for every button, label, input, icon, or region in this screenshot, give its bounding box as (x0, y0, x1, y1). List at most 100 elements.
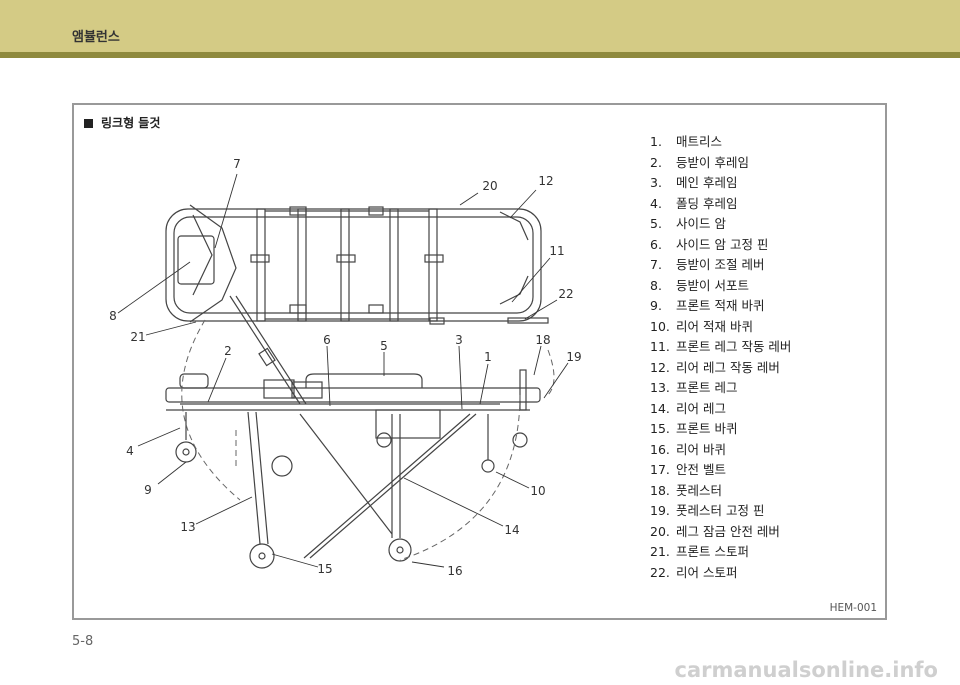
legend-number: 22. (650, 564, 670, 580)
legend-item: 8. 등받이 서포트 (650, 276, 791, 297)
legend-label: 리어 레그 (676, 400, 726, 416)
page-number: 5-8 (72, 634, 94, 649)
callout-label: 10 (530, 484, 545, 498)
legend-label: 리어 레그 작동 레버 (676, 359, 780, 375)
chapter-title: 앰뷸런스 (72, 30, 120, 45)
legend-label: 리어 바퀴 (676, 441, 726, 457)
legend-item: 20. 레그 잠금 안전 레버 (650, 522, 791, 543)
legend-number: 7. (650, 257, 662, 272)
legend-item: 10. 리어 적재 바퀴 (650, 317, 791, 338)
callout-label: 19 (566, 350, 581, 364)
legend-number: 19. (650, 503, 670, 518)
legend-label: 등받이 서포트 (676, 277, 749, 293)
header-rule (0, 52, 960, 58)
legend-number: 2. (650, 154, 662, 170)
chapter-header: 앰뷸런스 (0, 0, 960, 52)
legend-item: 14. 리어 레그 (650, 399, 791, 420)
legend-label: 풋레스터 (676, 482, 723, 498)
callout-label: 14 (504, 523, 519, 537)
legend-number: 16. (650, 441, 670, 457)
callout-label: 13 (180, 520, 195, 534)
legend-label: 프론트 바퀴 (676, 421, 738, 436)
legend-number: 21. (650, 544, 670, 559)
legend-number: 6. (650, 236, 662, 252)
callout-label: 16 (447, 564, 462, 578)
legend-label: 등받이 후레임 (676, 154, 749, 170)
legend-label: 풋레스터 고정 핀 (676, 503, 765, 518)
legend-item: 15. 프론트 바퀴 (650, 419, 791, 440)
legend-label: 프론트 적재 바퀴 (676, 298, 765, 313)
callout-label: 15 (317, 562, 332, 576)
callout-label: 7 (233, 157, 241, 171)
legend-number: 9. (650, 298, 662, 313)
legend-label: 레그 잠금 안전 레버 (676, 523, 780, 539)
legend-label: 리어 적재 바퀴 (676, 318, 753, 334)
legend-item: 11.프론트 레그 작동 레버 (650, 337, 791, 358)
legend-item: 17. 안전 벨트 (650, 460, 791, 481)
callout-label: 2 (224, 344, 232, 358)
legend-item: 9. 프론트 적재 바퀴 (650, 296, 791, 317)
legend-item: 6. 사이드 암 고정 핀 (650, 235, 791, 256)
legend-number: 18. (650, 482, 670, 498)
legend-label: 안전 벨트 (676, 462, 726, 477)
figure-id: HEM-001 (829, 602, 877, 614)
callout-label: 11 (549, 244, 564, 258)
legend-item: 19. 풋레스터 고정 핀 (650, 501, 791, 522)
legend-number: 20. (650, 523, 670, 539)
callout-label: 20 (482, 179, 497, 193)
legend-item: 2. 등받이 후레임 (650, 153, 791, 174)
callout-label: 8 (109, 309, 117, 323)
legend-number: 8. (650, 277, 662, 293)
legend-number: 14. (650, 400, 670, 416)
legend-number: 3. (650, 175, 662, 190)
legend-item: 12. 리어 레그 작동 레버 (650, 358, 791, 379)
legend-number: 11. (650, 339, 670, 354)
legend-item: 1. 매트리스 (650, 132, 791, 153)
legend-number: 10. (650, 318, 670, 334)
legend-label: 사이드 암 (676, 216, 726, 231)
legend-label: 폴딩 후레임 (676, 195, 738, 211)
legend-item: 21. 프론트 스토퍼 (650, 542, 791, 563)
legend-number: 1. (650, 134, 662, 149)
legend-item: 4. 폴딩 후레임 (650, 194, 791, 215)
panel-title: 링크형 들것 (84, 114, 160, 131)
legend-label: 사이드 암 고정 핀 (676, 236, 769, 252)
legend-label: 등받이 조절 레버 (676, 257, 765, 272)
callout-label: 3 (455, 333, 463, 347)
callout-label: 4 (126, 444, 134, 458)
legend-item: 5. 사이드 암 (650, 214, 791, 235)
legend-number: 15. (650, 421, 670, 436)
callout-label: 22 (558, 287, 573, 301)
legend-number: 4. (650, 195, 662, 211)
legend-label: 프론트 스토퍼 (676, 544, 749, 559)
callout-label: 6 (323, 333, 331, 347)
square-bullet-icon (84, 119, 93, 128)
callout-label: 21 (130, 330, 145, 344)
legend-label: 프론트 레그 (676, 380, 738, 395)
legend-item: 22. 리어 스토퍼 (650, 563, 791, 584)
legend-item: 13. 프론트 레그 (650, 378, 791, 399)
callout-label: 9 (144, 483, 152, 497)
panel-title-text: 링크형 들것 (101, 116, 161, 130)
callout-label: 18 (535, 333, 550, 347)
legend-number: 13. (650, 380, 670, 395)
callout-labels: 7 20 12 11 22 8 21 2 6 5 3 1 18 19 4 9 1… (109, 157, 581, 578)
legend-item: 18. 풋레스터 (650, 481, 791, 502)
legend-item: 7. 등받이 조절 레버 (650, 255, 791, 276)
legend-number: 12. (650, 359, 670, 375)
watermark-text: carmanualsonline.info (674, 658, 938, 682)
callout-label: 5 (380, 339, 388, 353)
footer: carmanualsonline.info (0, 655, 960, 685)
legend-number: 17. (650, 462, 670, 477)
legend-label: 메인 후레임 (676, 175, 738, 190)
callout-label: 1 (484, 350, 492, 364)
callout-label: 12 (538, 174, 553, 188)
legend-item: 16. 리어 바퀴 (650, 440, 791, 461)
legend-label: 리어 스토퍼 (676, 564, 738, 580)
figure-panel: 링크형 들것 1. 매트리스 2. 등받이 후레임 3. 메인 후레임 4. 폴딩 후레임 5.… (72, 103, 887, 620)
parts-legend: 1. 매트리스 2. 등받이 후레임 3. 메인 후레임 4. 폴딩 후레임 5. 사이드 암 6.… (650, 132, 791, 583)
legend-label: 매트리스 (676, 134, 723, 149)
legend-item: 3. 메인 후레임 (650, 173, 791, 194)
legend-number: 5. (650, 216, 662, 231)
